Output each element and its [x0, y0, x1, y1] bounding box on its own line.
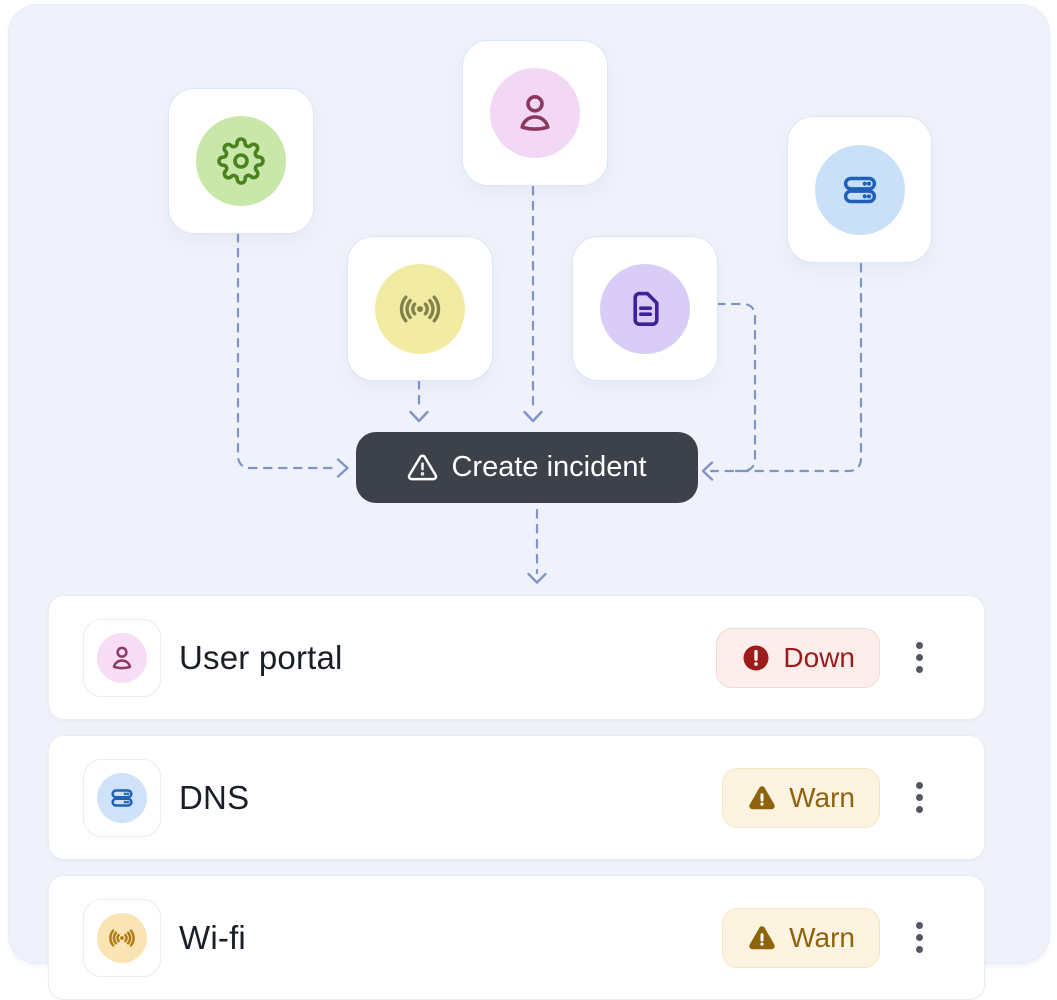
person-icon: [490, 68, 580, 158]
service-row-wifi[interactable]: Wi-fi Warn: [48, 875, 985, 1000]
kebab-menu-button[interactable]: [914, 642, 924, 673]
gear-icon: [196, 116, 286, 206]
kebab-menu-button[interactable]: [914, 922, 924, 953]
service-row-dns[interactable]: DNS Warn: [48, 735, 985, 860]
person-icon: [97, 632, 147, 683]
status-label: Warn: [789, 781, 855, 813]
radio-waves-icon: [375, 263, 465, 354]
service-name: User portal: [179, 638, 343, 676]
kebab-menu-button[interactable]: [914, 782, 924, 813]
warning-triangle-icon: [408, 454, 438, 481]
radio-waves-icon: [97, 912, 147, 963]
server-icon: [814, 144, 905, 235]
create-incident-button[interactable]: Create incident: [356, 432, 698, 503]
document-icon: [600, 263, 690, 354]
source-card-server: [787, 116, 932, 263]
warning-filled-icon: [749, 785, 775, 809]
service-row-user-portal[interactable]: User portal Down: [48, 595, 985, 720]
status-label: Down: [783, 641, 855, 673]
source-card-document: [572, 236, 718, 381]
status-badge-warn: Warn: [722, 907, 880, 968]
source-card-user: [462, 40, 608, 186]
status-badge-down: Down: [716, 627, 880, 688]
source-card-broadcast: [347, 236, 493, 381]
service-name: DNS: [179, 778, 250, 816]
alert-circle-icon: [743, 645, 769, 670]
create-incident-label: Create incident: [451, 451, 647, 483]
service-icon-tile: [83, 898, 161, 977]
warning-filled-icon: [749, 925, 775, 949]
status-badge-warn: Warn: [722, 767, 880, 828]
server-icon: [97, 772, 147, 823]
source-card-settings: [168, 88, 314, 234]
service-icon-tile: [83, 758, 161, 837]
service-name: Wi-fi: [179, 918, 246, 956]
service-icon-tile: [83, 618, 161, 697]
status-label: Warn: [789, 921, 855, 953]
